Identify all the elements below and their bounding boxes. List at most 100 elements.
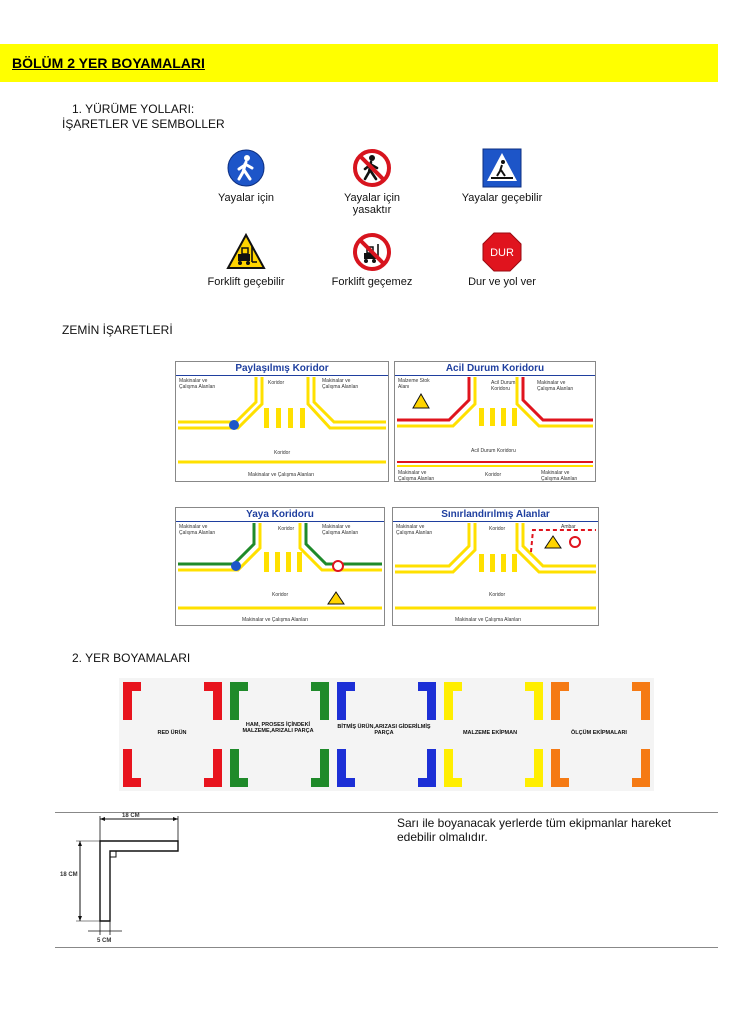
pedestrian-mandatory-icon [227, 149, 265, 187]
dimension-label-bottom: 5 CM [97, 938, 112, 944]
section1-heading: 1. YÜRÜME YOLLARI: [72, 102, 195, 116]
color-code-strip: RED ÜRÜN HAM, PROSES İÇİNDEKİ MALZEME,AR… [119, 678, 654, 791]
floor-heading: ZEMİN İŞARETLERİ [62, 323, 173, 337]
area-label: Makinalar ve Çalışma Alanları [322, 378, 359, 390]
corner-bracket [230, 682, 248, 720]
panel-shared-corridor: Paylaşılmış Koridor Makinalar ve Çalışma… [175, 361, 389, 482]
corner-bracket [525, 749, 543, 787]
area-label: Makinalar ve Çalışma Alanları [398, 470, 435, 482]
corner-bracket [444, 682, 462, 720]
corridor-diagram [395, 523, 596, 610]
area-label: Koridor [274, 450, 291, 456]
corner-shape [99, 840, 179, 922]
area-label: Acil Durum Koridoru [471, 448, 516, 454]
area-label: Makinalar ve Çalışma Alanları [179, 378, 216, 390]
panel-emergency-corridor: Acil Durum Koridoru Malzeme Stok Alanı A… [394, 361, 596, 482]
bracket-graphic [119, 678, 654, 791]
forklift-warning-icon [226, 232, 266, 269]
corner-dimension-diagram [76, 816, 179, 935]
stop-sign-text: DUR [490, 247, 514, 259]
sign-label: Yayalar için [343, 192, 401, 204]
corner-bracket [204, 682, 222, 720]
panel-title-underline [393, 521, 598, 522]
area-label: Ambar [561, 524, 576, 530]
area-label: Koridor [485, 472, 502, 478]
corner-bracket [337, 749, 355, 787]
corridor-diagram [178, 523, 382, 610]
divider-bottom [55, 947, 718, 948]
area-label: Makinalar ve Çalışma Alanları [541, 470, 578, 482]
no-forklift-icon [353, 233, 391, 271]
dimension-label-top: 18 CM [122, 813, 140, 819]
page-title: BÖLÜM 2 YER BOYAMALARI [12, 55, 205, 71]
area-label: Koridor [278, 526, 295, 532]
area-label: Makinalar ve Çalışma Alanları [322, 524, 359, 536]
divider-top [55, 812, 718, 813]
area-label: Koridor [489, 526, 506, 532]
panel-title: Yaya Koridoru [246, 509, 314, 520]
color-brackets [123, 682, 650, 787]
section-banner: BÖLÜM 2 YER BOYAMALARI [0, 44, 718, 82]
corner-bracket [230, 749, 248, 787]
signs-grid: Yayalar için Yayalar için yasaktır Yayal… [190, 148, 570, 308]
corner-bracket [551, 749, 569, 787]
sign-no-pedestrians: Yayalar için yasaktır [312, 148, 432, 216]
section1-subheading: İŞARETLER VE SEMBOLLER [62, 117, 225, 131]
corner-bracket [444, 749, 462, 787]
sign-pedestrians: Yayalar için [186, 148, 306, 204]
sign-stop: DUR Dur ve yol ver [442, 232, 562, 288]
panel-title-underline [176, 521, 384, 522]
area-label: Makinalar ve Çalışma Alanları [537, 380, 574, 392]
area-label: Makinalar ve Çalışma Alanları [248, 472, 315, 478]
corner-bracket [123, 682, 141, 720]
panel-title: Acil Durum Koridoru [445, 363, 545, 374]
corner-bracket [123, 749, 141, 787]
pedestrian-crossing-icon [482, 148, 522, 188]
dimension-label-side: 18 CM [60, 872, 78, 878]
no-pedestrians-icon [353, 149, 391, 187]
sign-label: Forklift geçebilir [207, 276, 285, 288]
corner-bracket [204, 749, 222, 787]
area-label: Koridor [268, 380, 285, 386]
panel-restricted-areas: Sınırlandırılmış Alanlar Makinalar ve Ça… [392, 507, 599, 626]
panel-pedestrian-corridor: Yaya Koridoru Makinalar ve Çalışma Alanl… [175, 507, 385, 626]
panel-title-underline [395, 375, 595, 376]
sign-forklift-allowed: Forklift geçebilir [186, 232, 306, 288]
area-label: Makinalar ve Çalışma Alanları [242, 617, 309, 623]
corner-bracket [551, 682, 569, 720]
corner-bracket [418, 682, 436, 720]
area-label: Makinalar ve Çalışma Alanları [455, 617, 522, 623]
sign-label: Yayalar geçebilir [461, 192, 543, 204]
area-label: Acil Durum Koridoru [491, 380, 516, 392]
area-label: Koridor [489, 592, 506, 598]
sign-label: Yayalar için [217, 192, 275, 204]
color-label: HAM, PROSES İÇİNDEKİ MALZEME,ARIZALI PAR… [242, 722, 314, 734]
corner-bracket [418, 749, 436, 787]
section2-heading: 2. YER BOYAMALARI [72, 651, 191, 665]
sign-label: Forklift geçemez [331, 276, 413, 288]
corner-bracket [311, 749, 329, 787]
panel-title: Paylaşılmış Koridor [235, 363, 329, 374]
sign-label: Dur ve yol ver [468, 276, 536, 288]
corridor-diagram [397, 377, 593, 467]
sign-pedestrian-crossing: Yayalar geçebilir [442, 148, 562, 204]
sign-no-forklift: Forklift geçemez [312, 232, 432, 288]
corner-bracket [337, 682, 355, 720]
corner-bracket [632, 749, 650, 787]
corner-bracket [525, 682, 543, 720]
color-label: RED ÜRÜN [157, 730, 187, 736]
area-label: Koridor [272, 592, 289, 598]
color-label: ÖLÇÜM EKİPMALARI [571, 730, 627, 736]
corridor-diagram [178, 377, 386, 464]
panel-title: Sınırlandırılmış Alanlar [441, 509, 550, 520]
corner-bracket [632, 682, 650, 720]
color-label: MALZEME EKİPMAN [462, 730, 518, 736]
color-label: BİTMİŞ ÜRÜN,ARIZASI GİDERİLMİŞ PARÇA [337, 724, 431, 736]
sign-label-line2: yasaktır [352, 204, 392, 216]
area-label: Makinalar ve Çalışma Alanları [179, 524, 216, 536]
area-label: Malzeme Stok Alanı [398, 378, 430, 390]
panel-title-underline [176, 375, 388, 376]
yellow-area-note: Sarı ile boyanacak yerlerde tüm ekipmanl… [397, 816, 672, 844]
stop-sign-icon: DUR [482, 232, 522, 272]
corner-bracket [311, 682, 329, 720]
